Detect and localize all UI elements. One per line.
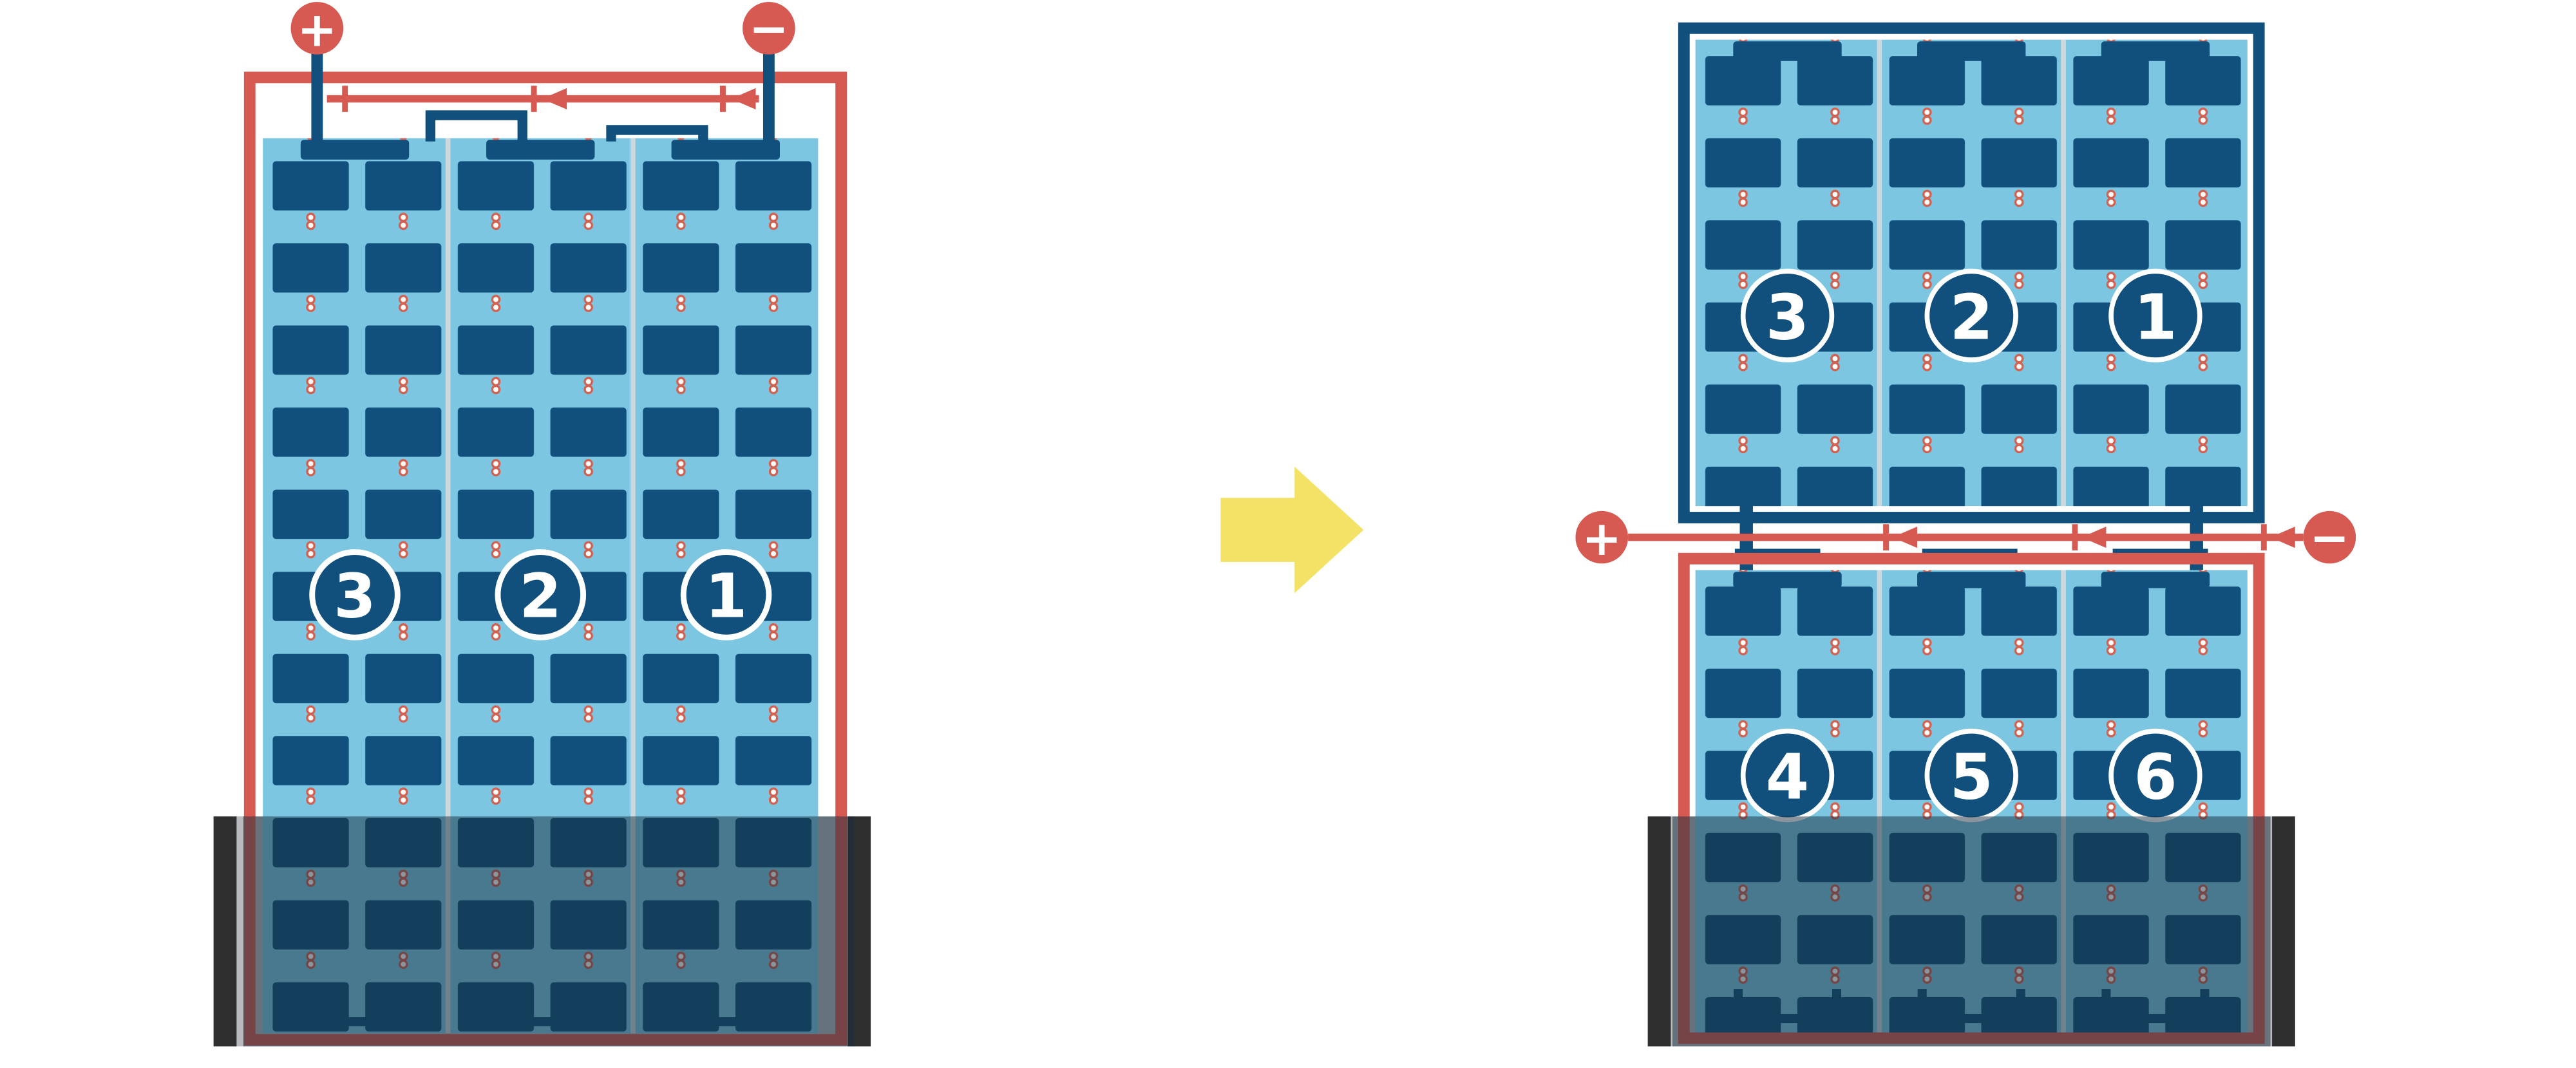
current-arrow-icon bbox=[2081, 527, 2107, 548]
badge-circle bbox=[2108, 268, 2202, 362]
right-arrow-icon bbox=[1220, 466, 1364, 594]
busbar bbox=[1917, 41, 2026, 61]
shade-overlay bbox=[243, 816, 855, 1047]
terminal-circle bbox=[1575, 511, 1629, 564]
current-direction-wire bbox=[327, 86, 759, 112]
module-number: 1 bbox=[705, 561, 748, 632]
module-number-badge: 5 bbox=[1924, 728, 2018, 823]
terminal-lead bbox=[1739, 503, 1753, 551]
module-number-badge: 2 bbox=[1924, 268, 2018, 362]
string-frame-navy bbox=[1678, 22, 2265, 523]
busbar bbox=[1917, 572, 2026, 588]
right-bottom-array: 4 5 6 bbox=[1647, 552, 2295, 1047]
badge-circle bbox=[1924, 268, 2018, 362]
plus-icon: + bbox=[1582, 511, 1622, 567]
module-number: 5 bbox=[1949, 741, 1993, 814]
left-array: 3 2 1 + − bbox=[213, 1, 871, 1047]
busbar bbox=[486, 140, 595, 160]
rail-end-cap-right bbox=[2272, 816, 2295, 1047]
module-number: 2 bbox=[1949, 281, 1993, 353]
badge-circle bbox=[309, 549, 401, 641]
shade-overlay bbox=[1672, 816, 2271, 1047]
positive-terminal: + bbox=[1575, 511, 1629, 567]
badge-circle bbox=[1740, 268, 1835, 362]
busbar bbox=[2101, 572, 2210, 588]
busbar bbox=[1733, 572, 1842, 588]
badge-circle bbox=[495, 549, 587, 641]
rail-end-cap-left bbox=[213, 816, 237, 1047]
top-jumper bbox=[606, 125, 708, 142]
badge-circle bbox=[680, 549, 772, 641]
busbar bbox=[300, 140, 410, 160]
positive-terminal: + bbox=[290, 1, 344, 57]
negative-terminal: − bbox=[743, 1, 795, 57]
top-jumper bbox=[425, 110, 527, 142]
minus-icon: − bbox=[2309, 511, 2349, 566]
negative-terminal: − bbox=[2303, 511, 2356, 566]
current-arrow-icon bbox=[542, 88, 567, 110]
transform-step bbox=[1220, 466, 1364, 594]
module-number-badge: 4 bbox=[1740, 728, 1835, 823]
module-number-badge: 1 bbox=[2108, 268, 2202, 362]
module-number: 4 bbox=[1766, 741, 1809, 814]
terminal-lead bbox=[762, 49, 775, 149]
module-number: 3 bbox=[1766, 281, 1809, 353]
busbar bbox=[2101, 41, 2210, 61]
terminal-circle bbox=[290, 1, 344, 55]
module-number: 1 bbox=[2134, 281, 2177, 353]
module-number: 2 bbox=[519, 561, 562, 632]
module-number: 6 bbox=[2134, 741, 2177, 814]
module-number: 3 bbox=[334, 561, 376, 632]
terminal-circle bbox=[743, 1, 795, 55]
plus-icon: + bbox=[297, 2, 337, 57]
module-number-badge: 2 bbox=[495, 549, 587, 641]
busbar bbox=[671, 140, 780, 160]
current-arrow-icon bbox=[731, 88, 756, 110]
module-number-badge: 3 bbox=[1740, 268, 1835, 362]
terminal-lead bbox=[311, 49, 323, 149]
current-arrow-icon bbox=[2270, 527, 2295, 548]
right-top-array: 3 2 1 bbox=[1678, 22, 2265, 551]
busbar bbox=[1733, 41, 1842, 61]
minus-icon: − bbox=[749, 1, 789, 57]
module-number-badge: 1 bbox=[680, 549, 772, 641]
terminal-circle bbox=[2303, 511, 2356, 564]
current-arrow-icon bbox=[1892, 527, 1918, 548]
module-number-badge: 3 bbox=[309, 549, 401, 641]
module-number-badge: 6 bbox=[2108, 728, 2202, 823]
terminal-lead bbox=[2190, 503, 2203, 551]
rail-end-cap-left bbox=[1647, 816, 1671, 1047]
